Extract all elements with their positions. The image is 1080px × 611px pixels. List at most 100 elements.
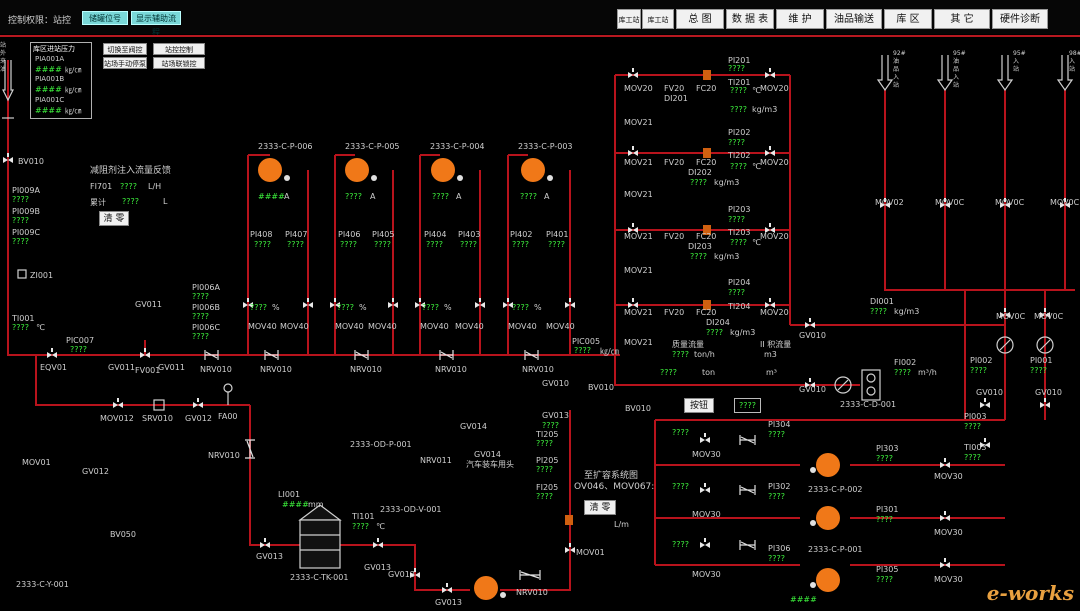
pi401-label: PI401	[546, 230, 569, 239]
label-mov0c-2: MOV0C	[1034, 312, 1064, 321]
label-pi006a: PI006A	[192, 283, 220, 292]
pump-006-current: ####	[258, 192, 285, 201]
di203: DI203	[688, 242, 712, 251]
label-od001: 2333-OD-P-001	[350, 440, 412, 449]
value-di001: ????	[870, 307, 887, 316]
label-fa00: FA00	[218, 412, 238, 421]
mov40-label-5: MOV40	[420, 322, 449, 331]
unit-pia001c: ㎏/㎝	[65, 107, 82, 115]
unit-pia001a: ㎏/㎝	[65, 66, 82, 74]
label-ti001: TI001	[12, 314, 35, 323]
station-control-button[interactable]: 站控控制	[153, 43, 205, 55]
nrv-label-2: NRV010	[260, 365, 292, 374]
pi404-value: ????	[426, 240, 443, 249]
pump-label-005: 2333-C-P-005	[345, 142, 400, 151]
mov21-4: MOV21	[624, 338, 653, 347]
start-button[interactable]: 按钮	[684, 398, 714, 413]
value-pi001: ????	[1030, 366, 1047, 375]
incoming-oil-label: 站外来油	[0, 42, 7, 73]
mov-pct-2: ????	[337, 303, 354, 312]
flow-clear-button[interactable]: 清 零	[584, 500, 616, 515]
label-pi006b: PI006B	[192, 303, 220, 312]
mass-flow-value: ????	[672, 350, 689, 359]
label-pi303: PI303	[876, 444, 899, 453]
injection-fi: FI701	[90, 182, 113, 191]
nav-overview[interactable]: 总 图	[676, 9, 724, 29]
value-fi205: ????	[536, 492, 553, 501]
nav-data-table[interactable]: 数 据 表	[726, 9, 774, 29]
ti202: TI202	[728, 151, 751, 160]
value-li001: ####	[282, 500, 309, 509]
nrv-label-5: NRV010	[522, 365, 554, 374]
manual-pump-stop-button[interactable]: 站场手动停泵	[103, 57, 147, 69]
tag-pia001b: PIA001B	[35, 75, 65, 83]
ti201-value: ????	[730, 86, 747, 95]
pipe-label-1: 92#油品入站	[893, 50, 906, 89]
label-pi009c: PI009C	[12, 228, 41, 237]
ti203-unit: ℃	[752, 238, 761, 247]
nav-station-1[interactable]: 库工站	[617, 9, 641, 29]
unit-lm: L/m	[614, 520, 629, 529]
di202-value: ????	[690, 178, 707, 187]
mov21-1: MOV21	[624, 118, 653, 127]
pi406-value: ????	[340, 240, 357, 249]
panel-title: 库区进站压力	[33, 45, 75, 53]
station-interlock-button[interactable]: 站场联锁控	[153, 57, 205, 69]
label-eqv01: EQV01	[40, 363, 68, 372]
injection-total-value: ????	[122, 197, 139, 206]
label-fi205: FI205	[536, 483, 559, 492]
unit-di001: kg/m3	[894, 307, 920, 316]
label-pi009a: PI009A	[12, 186, 40, 195]
value-pi002: ????	[970, 366, 987, 375]
control-permission-label: 控制权限：站控	[8, 16, 72, 26]
pi405-label: PI405	[372, 230, 395, 239]
mov40-label-4: MOV40	[368, 322, 397, 331]
pi408-label: PI408	[250, 230, 273, 239]
injection-clear-button[interactable]: 清 零	[99, 211, 129, 226]
mass-total-value: ????	[660, 368, 677, 377]
switch-to-valve-control-button[interactable]: 切换至阀控	[103, 43, 147, 55]
pi203-value: ????	[728, 215, 745, 224]
fc20-1: FC20	[696, 84, 717, 93]
tank-tag-button[interactable]: 储罐位号	[82, 11, 128, 25]
nrv-label-3: NRV010	[350, 365, 382, 374]
label-gv011: GV011	[108, 363, 135, 372]
value-pi009b: ????	[12, 216, 29, 225]
nav-other[interactable]: 其 它	[934, 9, 990, 29]
value-gv013d: ????	[542, 421, 559, 430]
label-mov0c-5: MOV0C	[1050, 198, 1080, 207]
pi402-label: PI402	[510, 230, 533, 239]
mov3c-3: MOV30	[934, 575, 963, 584]
pump-006-unit: A	[284, 192, 290, 201]
pi405-value: ????	[374, 240, 391, 249]
fv20-1: FV20	[664, 84, 685, 93]
unit-ti001: ℃	[36, 323, 45, 332]
label-fi002: FI002	[894, 358, 917, 367]
nrv-label-1: NRV010	[200, 365, 232, 374]
nav-station-2[interactable]: 库工站	[642, 9, 674, 29]
fc20-4: FC20	[696, 308, 717, 317]
nav-tank-area[interactable]: 库 区	[884, 9, 932, 29]
label-gv014: GV014	[460, 422, 487, 431]
pi407-label: PI407	[285, 230, 308, 239]
label-pic007: PIC007	[66, 336, 95, 345]
pipe-label-4: 98#入站	[1069, 50, 1080, 73]
value-pi006a: ????	[192, 292, 209, 301]
label-expansion: 至扩容系统图	[584, 471, 639, 481]
mov20-right-2: MOV20	[760, 158, 789, 167]
pump-003-unit: A	[544, 192, 550, 201]
unit-ti101: ℃	[376, 522, 385, 531]
nav-oil-transfer[interactable]: 油品输送	[826, 9, 882, 29]
nav-hardware-diagnosis[interactable]: 硬件诊断	[992, 9, 1048, 29]
label-mov012: MOV012	[100, 414, 134, 423]
pump-004-current: ????	[432, 192, 449, 201]
label-odv001: 2333-OD-V-001	[380, 505, 442, 514]
aux-flow-button[interactable]: 显示辅助流程	[131, 11, 181, 37]
label-bv010c: BV010	[625, 404, 651, 413]
nav-maintenance[interactable]: 维 护	[776, 9, 824, 29]
label-nrv010-left: NRV010	[208, 451, 240, 460]
label-li001: LI001	[278, 490, 301, 499]
injection-flow-value: ????	[120, 182, 137, 191]
mov21-2: MOV21	[624, 190, 653, 199]
label-pic005: PIC005	[572, 337, 601, 346]
